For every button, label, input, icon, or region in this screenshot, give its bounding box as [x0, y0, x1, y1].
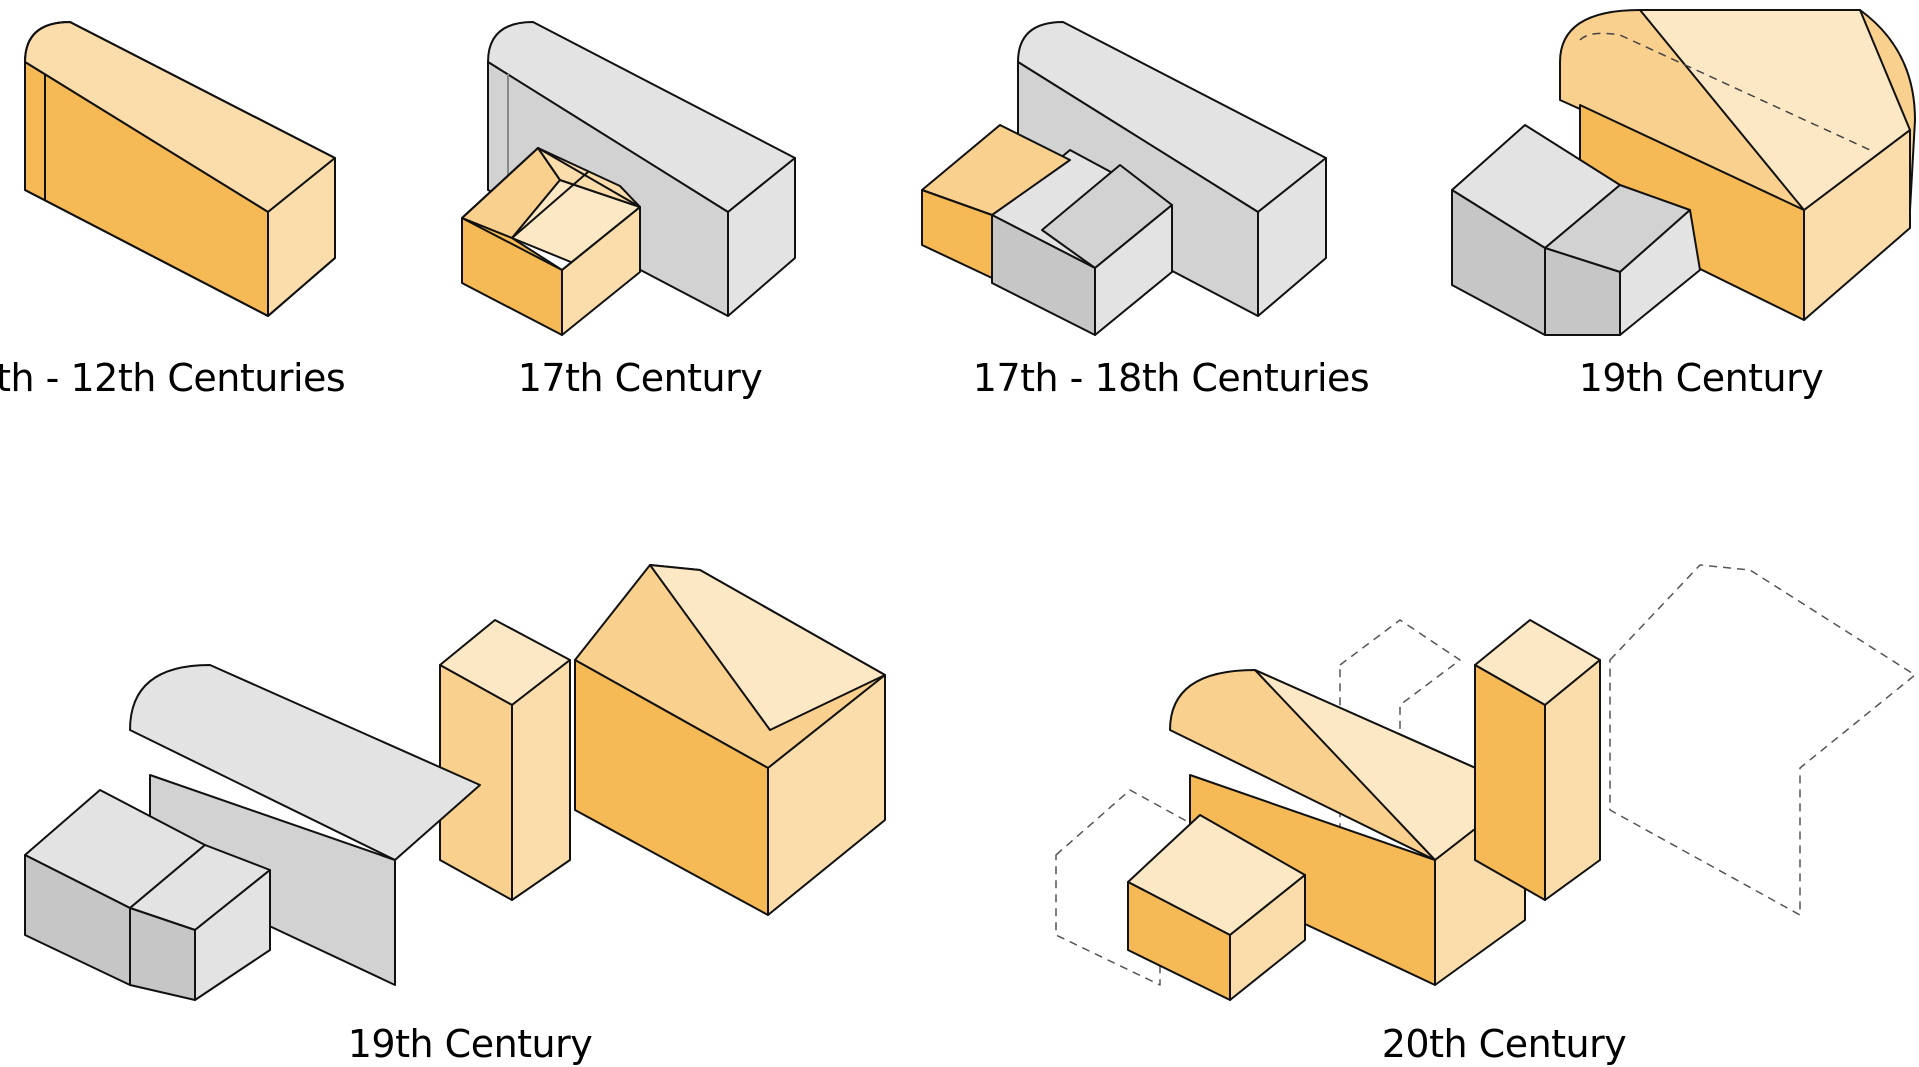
- caption-17th-century: 17th Century: [517, 356, 763, 400]
- stage-3-massing: [921, 21, 1327, 336]
- stage-2-massing: [461, 21, 796, 336]
- stage-4-massing: [1451, 9, 1916, 336]
- caption-19th-century-top: 19th Century: [1578, 356, 1824, 400]
- caption-19th-century-bottom: 19th Century: [347, 1022, 593, 1066]
- caption-20th-century: 20th Century: [1381, 1022, 1627, 1066]
- caption-11th-12th-centuries: 11th - 12th Centuries: [0, 356, 346, 400]
- caption-17th-18th-centuries: 17th - 18th Centuries: [972, 356, 1370, 400]
- stage-1-massing: [24, 21, 336, 317]
- stage-6-massing: [1055, 564, 1916, 1001]
- stage-5-massing: [24, 564, 886, 1001]
